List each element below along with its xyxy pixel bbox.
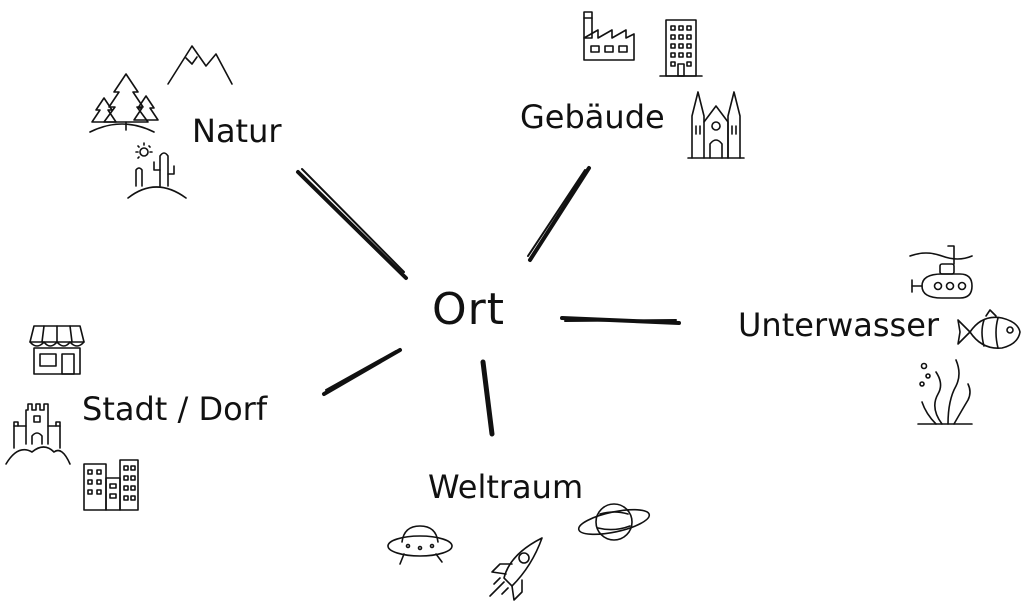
branch-label-weltraum: Weltraum xyxy=(428,468,584,506)
clownfish-icon xyxy=(957,309,1021,349)
branch-label-gebaeude: Gebäude xyxy=(520,98,665,136)
mountains-icon xyxy=(167,45,233,85)
skyscraper-icon xyxy=(659,19,703,77)
branch-label-stadt-dorf: Stadt / Dorf xyxy=(82,390,268,428)
desert-cactus-icon xyxy=(127,142,187,199)
cathedral-icon xyxy=(687,91,745,159)
connector-weltraum xyxy=(480,359,495,437)
seaweed-icon xyxy=(917,359,973,425)
planet-icon xyxy=(577,503,651,541)
submarine-icon xyxy=(909,245,973,299)
branch-label-natur: Natur xyxy=(192,112,282,150)
center-topic-label: Ort xyxy=(432,284,505,335)
connector-stadt-dorf xyxy=(322,348,402,396)
ufo-icon xyxy=(387,525,453,565)
factory-icon xyxy=(583,11,635,61)
city-buildings-icon xyxy=(83,459,139,511)
rocket-icon xyxy=(489,537,543,601)
pine-trees-icon xyxy=(89,73,159,133)
connector-unterwasser xyxy=(560,316,681,325)
branch-label-unterwasser: Unterwasser xyxy=(738,306,940,344)
connector-natur xyxy=(296,168,408,280)
shop-icon xyxy=(29,325,85,375)
connector-gebaeude xyxy=(527,166,591,262)
castle-icon xyxy=(5,403,71,465)
